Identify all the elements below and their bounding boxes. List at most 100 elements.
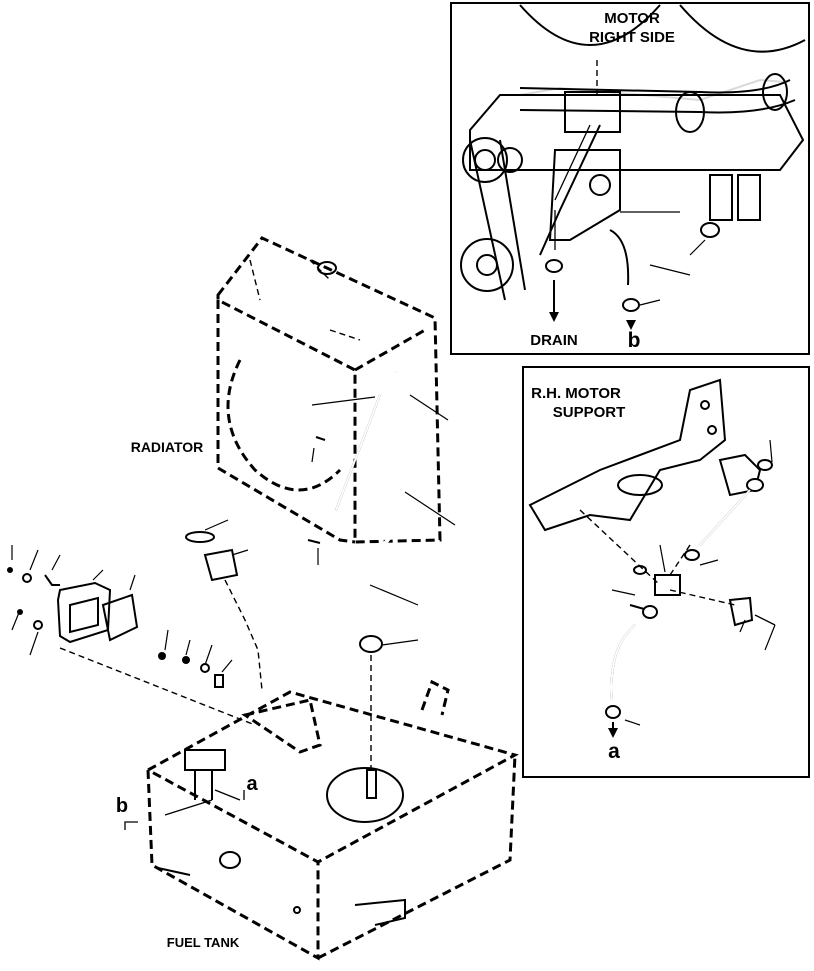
tee-fitting — [654, 574, 681, 596]
pulley-upper — [462, 137, 508, 183]
fuel-fitting — [589, 174, 611, 196]
b-arrow-head — [626, 320, 636, 330]
pulley-upper-hub — [474, 149, 496, 171]
radiator-bolt-2 — [307, 539, 321, 544]
clip-screw — [754, 614, 776, 626]
elbow-nut — [757, 459, 773, 471]
sensor — [700, 222, 720, 238]
drain-cap — [545, 259, 563, 273]
tube-nut — [684, 549, 700, 561]
fuel-bracket — [548, 149, 621, 241]
pulley-lower — [460, 238, 514, 292]
support-tube-inner — [699, 489, 751, 546]
callout-b-leader — [124, 821, 138, 830]
tank-return-tubes — [194, 770, 213, 800]
fuel-tank-label: FUEL TANK — [167, 935, 240, 950]
hose-a — [610, 624, 636, 701]
radiator-strut-inner — [335, 394, 381, 511]
tank-pickup — [366, 769, 377, 799]
assembly-centerlines — [579, 509, 736, 606]
washer-3 — [200, 663, 210, 673]
motor-right-side-inset: MOTOR RIGHT SIDE DRAIN b — [450, 2, 810, 355]
radiator-bolt — [315, 436, 326, 441]
connector — [214, 674, 224, 688]
callout-b-tank: b — [116, 795, 128, 817]
fuel-line-2 — [554, 124, 591, 201]
radiator-fan-opening — [226, 359, 342, 492]
drain-label: DRAIN — [530, 332, 578, 349]
clamp-ring — [185, 531, 215, 543]
support-hole-1 — [700, 400, 710, 410]
tank-callout-lines — [164, 789, 241, 816]
sender-plate-inner — [69, 596, 99, 634]
inset-frame-support — [522, 366, 810, 778]
hose-b-clamp — [622, 298, 640, 312]
screw-4 — [182, 656, 190, 664]
tank-sender-boss — [241, 698, 322, 754]
radiator-leaders — [311, 394, 456, 646]
support-plate — [528, 378, 727, 532]
elbow-clamp — [746, 478, 764, 492]
tank-label-plate — [157, 867, 191, 876]
sender-clip — [44, 574, 60, 586]
inset-frame-motor — [450, 2, 810, 355]
pipe-coupling — [675, 91, 705, 133]
rh-motor-support-inset: R.H. MOTOR SUPPORT a — [522, 366, 810, 778]
sender-wire — [224, 579, 263, 691]
tank-screw — [293, 906, 301, 914]
fuel-line-1 — [539, 124, 601, 256]
support-boss — [617, 474, 663, 496]
inset2-leaders — [611, 439, 776, 726]
radiator-edge — [354, 328, 426, 372]
tank-front-face — [146, 768, 320, 961]
support-hole-2 — [707, 425, 717, 435]
pulley-idler — [497, 147, 523, 173]
sender-parts — [7, 519, 263, 726]
callout-a-inset: a — [608, 740, 620, 763]
belt — [469, 139, 526, 301]
inset1-leaders — [639, 239, 706, 306]
pipe — [519, 79, 796, 114]
pipe-shadow — [519, 78, 786, 102]
washer-2 — [33, 620, 43, 630]
engine-arc-right — [679, 4, 806, 53]
pulley-lower-hub — [476, 254, 498, 276]
radiator-fuel-tube — [368, 371, 411, 621]
sending-unit — [203, 548, 239, 582]
tank-drain-plug — [219, 851, 241, 869]
hose-a-inner — [610, 624, 636, 701]
clip — [728, 596, 754, 627]
radiator-outline-left — [216, 300, 356, 544]
callout-b-inset: b — [628, 329, 641, 352]
radiator-outline-top — [216, 236, 442, 544]
tank-tab — [420, 679, 450, 716]
radiator-label: RADIATOR — [131, 439, 204, 455]
washer-1 — [22, 573, 32, 583]
tank-top-edge — [147, 690, 519, 864]
tank-return-fitting — [184, 749, 226, 771]
radiator-fuel-tube-inner — [367, 370, 412, 621]
engine-arc-left — [519, 4, 661, 46]
tube-grommet — [359, 635, 383, 653]
sender-centerline — [59, 647, 256, 726]
hose-a-clamp — [605, 705, 621, 719]
tank-fill-flange — [326, 767, 404, 823]
hose-b — [609, 229, 630, 286]
fuel-tank: a b FUEL TANK — [116, 679, 519, 961]
tank-right-face — [317, 754, 517, 960]
engine-block — [469, 94, 805, 171]
radiator-assembly: RADIATOR — [131, 236, 456, 770]
filter-2 — [737, 174, 761, 221]
support-title-line1: R.H. MOTOR — [531, 385, 621, 402]
hose-clamp — [642, 605, 658, 619]
support-title-line2: SUPPORT — [553, 404, 626, 421]
radiator-details — [249, 259, 361, 341]
pipe-elbow — [762, 73, 788, 111]
callout-a-tank: a — [246, 773, 258, 795]
sender-plate — [56, 581, 112, 644]
motor-title-line1: MOTOR — [604, 10, 660, 27]
a-arrow-head — [608, 728, 618, 738]
sender-leaders — [11, 519, 249, 673]
